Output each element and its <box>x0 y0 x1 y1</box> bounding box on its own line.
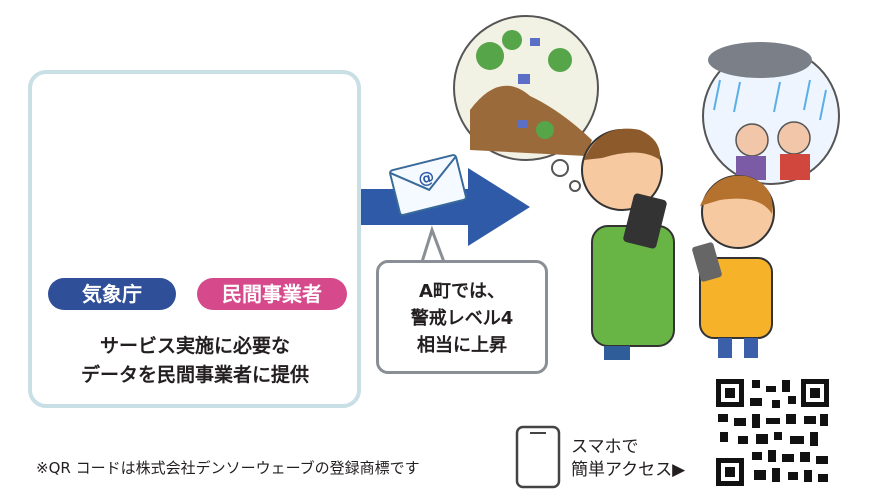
woman-with-smartphone <box>692 175 775 358</box>
private-company-label: 民間事業者 <box>197 278 347 310</box>
at-symbol: @ <box>416 167 436 189</box>
caption-line-2: データを民間事業者に提供 <box>80 364 309 386</box>
access-line-1: スマホで <box>571 437 639 457</box>
access-line-2: 簡単アクセス▶ <box>571 460 686 480</box>
provision-caption: サービス実施に必要な データを民間事業者に提供 <box>40 332 350 390</box>
data-provision-frame <box>28 70 361 408</box>
smartphone-icon <box>515 425 561 489</box>
email-envelope-icon: @ <box>389 154 467 216</box>
smartphone-access-link[interactable]: スマホで 簡単アクセス▶ <box>571 436 685 482</box>
qr-trademark-note: ※QR コードは株式会社デンソーウェーブの登録商標です <box>36 459 420 477</box>
jma-label: 気象庁 <box>48 278 176 310</box>
qr-code[interactable] <box>713 376 831 488</box>
man-with-tablet <box>581 128 675 360</box>
alert-line-3: 相当に上昇 <box>417 335 507 356</box>
caption-line-1: サービス実施に必要な <box>99 335 290 357</box>
alert-line-1: A町では、 <box>419 281 505 302</box>
alert-message-callout: A町では、 警戒レベル4 相当に上昇 <box>376 260 548 374</box>
alert-line-2: 警戒レベル4 <box>410 308 514 329</box>
big-arrow <box>352 168 530 246</box>
landslide-thought-bubble <box>453 15 599 192</box>
